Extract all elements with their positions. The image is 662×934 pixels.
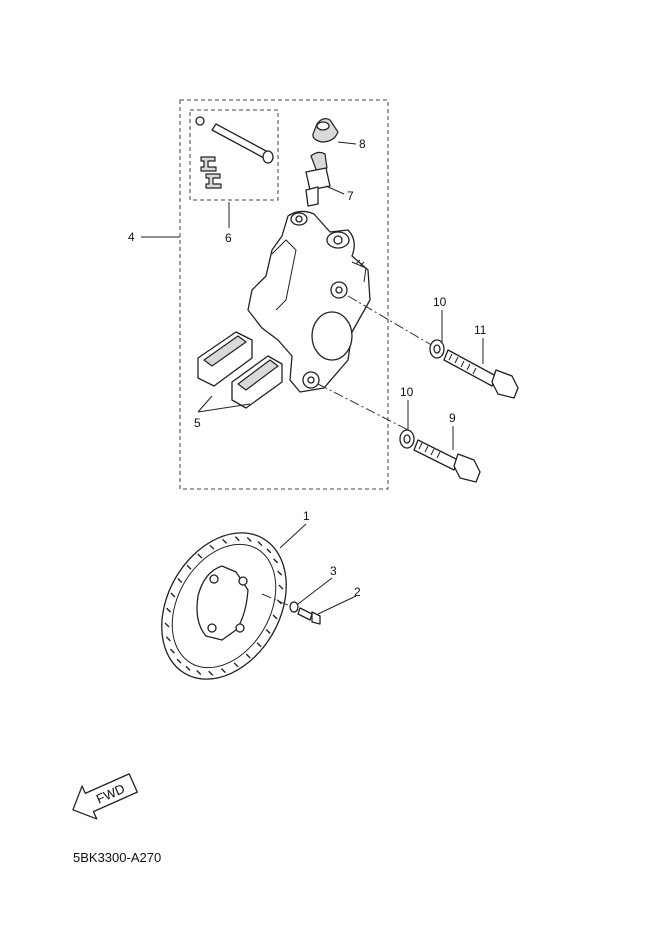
disc-slot xyxy=(169,648,175,654)
caliper-body xyxy=(247,210,371,393)
disc-slot xyxy=(234,536,240,542)
disc-screw-washer xyxy=(289,601,321,625)
callout-10-upper: 10 xyxy=(433,295,447,309)
disc-slot xyxy=(177,578,183,583)
disc-slot xyxy=(245,653,251,659)
disc-slot xyxy=(265,629,271,634)
diagram-code: 5BK3300-A270 xyxy=(73,850,161,865)
disc-slot xyxy=(197,553,203,559)
mounting-bolt-upper xyxy=(443,349,519,399)
disc-slot xyxy=(176,658,182,664)
disc-slot xyxy=(277,570,283,576)
callout-4: 4 xyxy=(128,230,135,244)
callout-3: 3 xyxy=(330,564,337,578)
disc-slot xyxy=(164,622,170,628)
pad-pin-kit xyxy=(195,116,274,189)
mounting-bolt-lower xyxy=(413,439,481,483)
disc-slot xyxy=(257,541,263,547)
callout-5: 5 xyxy=(194,416,201,430)
callout-9: 9 xyxy=(449,411,456,425)
pad-pin-kit-boundary xyxy=(189,109,279,201)
disc-slot xyxy=(185,665,191,671)
callout-10-lower: 10 xyxy=(400,385,414,399)
disc-slot xyxy=(220,668,226,674)
disc-slot xyxy=(266,548,272,554)
callout-11: 11 xyxy=(474,323,487,337)
disc-slot xyxy=(166,607,172,613)
bleed-screw xyxy=(305,151,331,207)
callout-1: 1 xyxy=(303,509,310,523)
callout-8: 8 xyxy=(359,137,366,151)
disc-slot xyxy=(186,564,192,570)
callout-2: 2 xyxy=(354,585,361,599)
disc-slot xyxy=(208,670,214,676)
disc-slot xyxy=(233,662,239,668)
disc-slot xyxy=(278,584,284,590)
callout-7: 7 xyxy=(347,189,354,203)
washer-lower xyxy=(399,429,415,449)
disc-slot xyxy=(222,538,228,544)
caliper-assembly-boundary xyxy=(179,99,389,490)
brake-disc xyxy=(161,532,287,680)
disc-slot xyxy=(256,642,262,648)
disc-slot xyxy=(209,544,215,550)
forward-direction-arrow-icon: FWD xyxy=(72,773,138,820)
callout-6: 6 xyxy=(225,231,232,245)
disc-slot xyxy=(196,669,202,675)
disc-slot xyxy=(170,592,176,598)
disc-slot xyxy=(165,636,171,642)
disc-slot xyxy=(273,558,279,564)
disc-slot xyxy=(272,614,278,620)
disc-slot xyxy=(246,537,252,543)
bleed-screw-cap xyxy=(312,118,339,143)
washer-upper xyxy=(429,339,445,359)
brake-pads xyxy=(197,331,283,409)
